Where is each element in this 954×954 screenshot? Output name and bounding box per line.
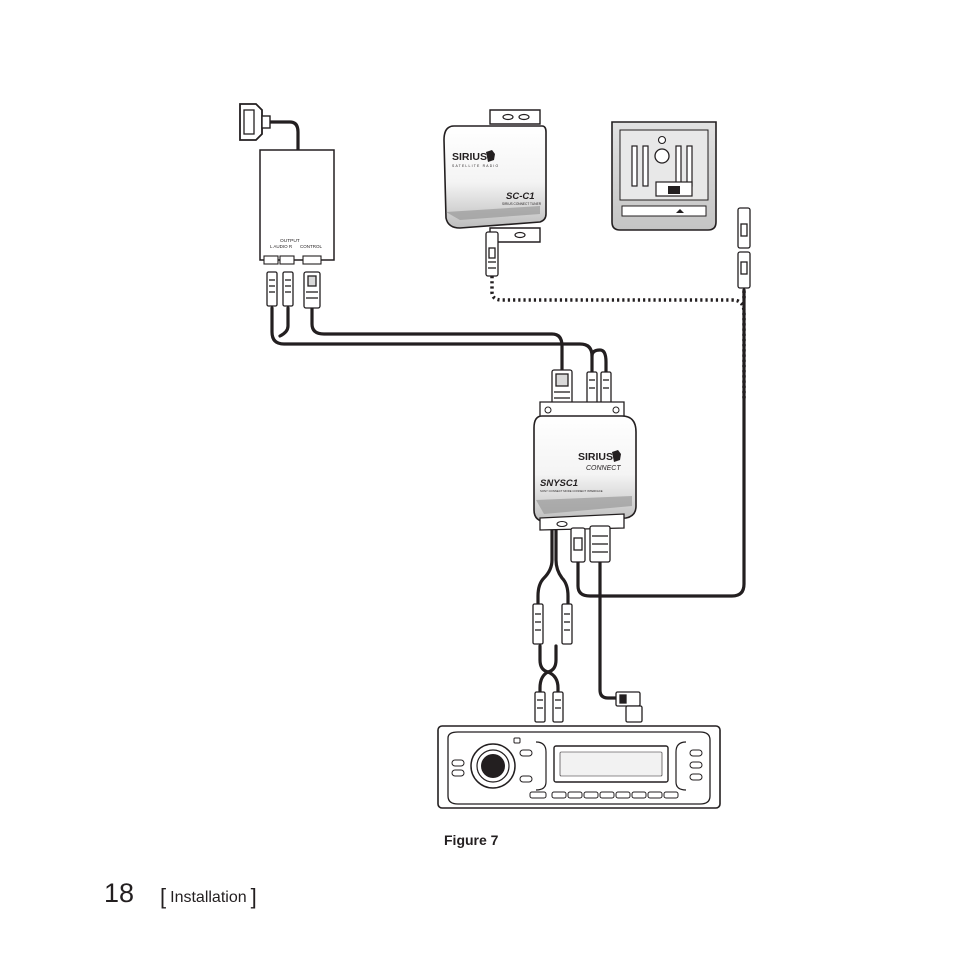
audio-cable-headunit-y — [538, 644, 558, 674]
interface-brand-sub: CONNECT — [586, 465, 621, 472]
tuner-brand-sub: SATELLITE RADIO — [452, 164, 499, 168]
interface-top-plugs — [551, 369, 612, 407]
tuner-dog-logo — [486, 150, 495, 162]
interface-dog-logo — [612, 450, 621, 462]
sirius-tuner: SIRIUS SATELLITE RADIO SC-C1 SIRIUS CONN… — [443, 109, 547, 243]
audio-cable-right-branch — [278, 306, 290, 338]
interface-model: SNYSC1 — [540, 478, 578, 489]
sirius-interface: SIRIUS CONNECT SNYSC1 SONY CONNECT MODE … — [533, 401, 637, 531]
control-cable — [310, 306, 564, 374]
dock-cable — [576, 288, 746, 598]
audio-cable-split-left — [590, 348, 608, 374]
bracket-close: ] — [250, 884, 257, 909]
section-title: Installation — [170, 889, 247, 906]
adapter-output-label: OUTPUT — [280, 238, 300, 244]
dock-connectors — [737, 207, 751, 289]
audio-cable-right-out — [554, 524, 570, 608]
sirius-dock — [611, 121, 717, 231]
tuner-model-sub: SIRIUS CONNECT TUNER — [502, 202, 542, 206]
tuner-model: SC-C1 — [506, 191, 535, 202]
audio-cable-interface-to-headunit — [536, 524, 554, 608]
tuner-brand: SIRIUS — [452, 151, 487, 163]
head-unit — [437, 725, 721, 809]
headunit-rca-plugs — [532, 603, 573, 723]
adapter-rca-plugs — [266, 271, 321, 309]
figure-caption: Figure 7 — [444, 832, 499, 848]
ipod-connector — [239, 103, 271, 141]
ipod-cable — [266, 120, 300, 152]
tuner-connector — [485, 231, 499, 277]
interface-bottom-plugs — [570, 525, 611, 563]
bracket-open: [ — [160, 884, 167, 909]
audio-cable-headunit-left — [538, 670, 550, 696]
audio-cable-adapter-to-interface — [270, 306, 594, 374]
cables — [266, 120, 746, 700]
bus-cable — [598, 558, 620, 700]
page-number: 18 — [104, 878, 135, 908]
section-label: [Installation] — [160, 882, 257, 909]
bus-connector — [615, 691, 643, 723]
ipod-adapter-box: OUTPUT L AUDIO R CONTROL — [259, 149, 335, 265]
adapter-control-label: CONTROL — [300, 244, 322, 249]
audio-cable-headunit-right — [546, 670, 560, 696]
interface-brand: SIRIUS — [578, 451, 613, 463]
adapter-channels-label: L AUDIO R — [270, 244, 293, 249]
interface-model-sub: SONY CONNECT MODE CONNECT INTERFACE — [540, 489, 603, 493]
